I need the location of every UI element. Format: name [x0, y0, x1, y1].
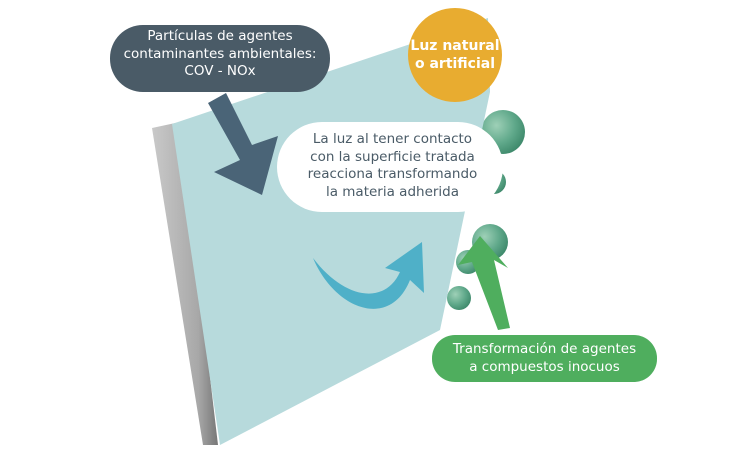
panel-edge — [152, 122, 218, 445]
callout-line: Partículas de agentes — [147, 28, 293, 44]
curved-arrow-icon — [313, 242, 424, 309]
callout-line: con la superficie tratada — [310, 148, 475, 165]
callout-line: reacciona transformando — [307, 166, 478, 182]
particles-arrow-icon — [208, 93, 278, 195]
callout-line: La luz al tener contacto — [312, 131, 473, 147]
light-callout: Luz natural o artificial — [410, 37, 500, 73]
light-sun-icon — [408, 8, 502, 102]
callout-line: Transformación de agentes — [452, 341, 637, 357]
transformation-callout-bg — [432, 335, 657, 382]
reaction-callout-bg — [277, 122, 503, 212]
green-arrow-icon — [458, 236, 510, 330]
sphere — [447, 286, 471, 310]
callout-line: a compuestos inocuos — [469, 358, 620, 375]
callout-line: COV - NOx — [184, 63, 256, 79]
callout-line: o artificial — [414, 56, 496, 72]
reaction-callout: La luz al tener contacto con la superfic… — [285, 131, 500, 201]
particles-callout-bg — [110, 25, 330, 92]
callout-line: Luz natural — [410, 38, 500, 54]
callout-line: la materia adherida — [325, 183, 460, 200]
callout-line: contaminantes ambientales: — [123, 45, 317, 62]
particles-callout: Partículas de agentes contaminantes ambi… — [110, 28, 330, 81]
transformation-callout: Transformación de agentes a compuestos i… — [432, 341, 657, 376]
